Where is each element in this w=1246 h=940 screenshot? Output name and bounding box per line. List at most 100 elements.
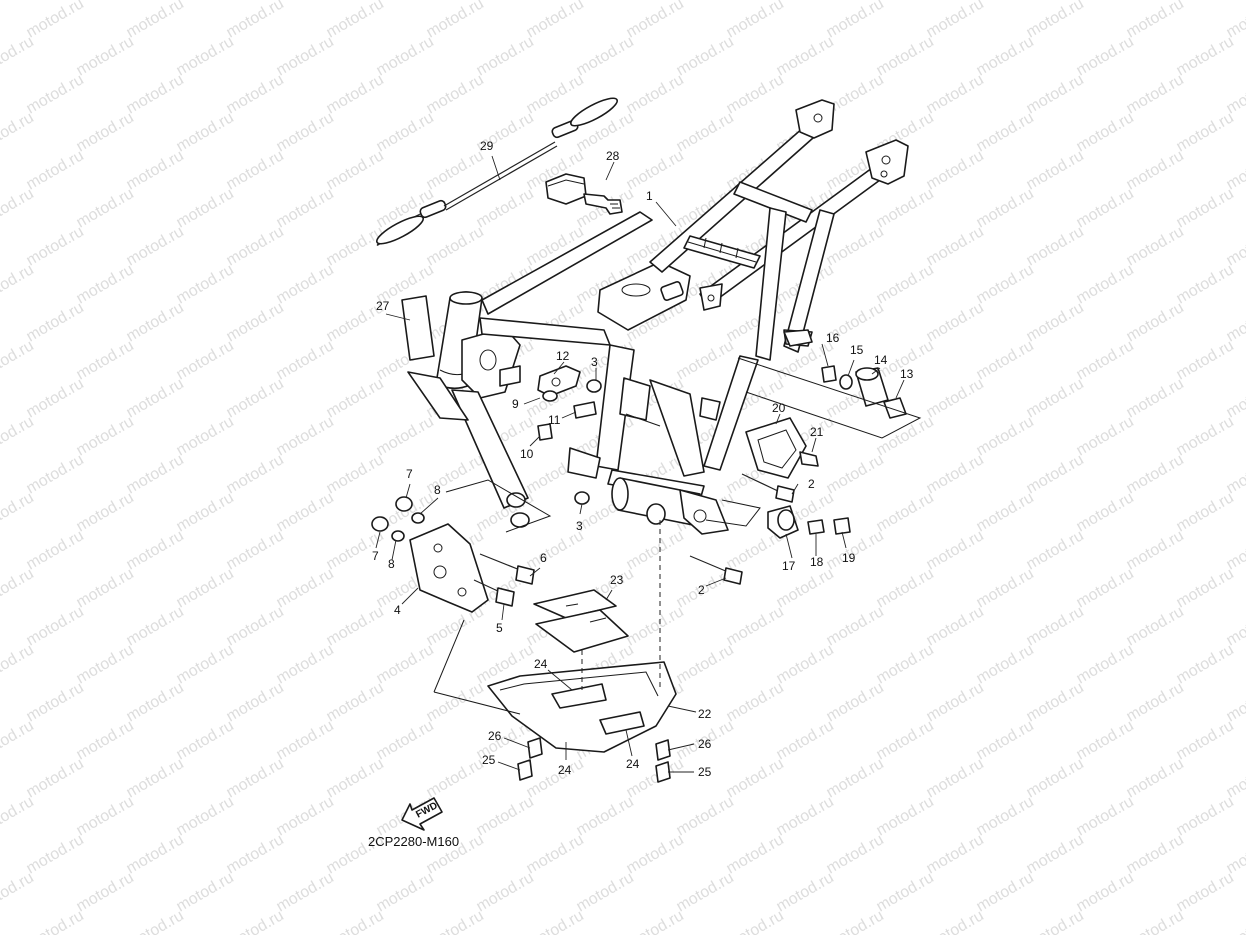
watermark-text: motod.ru <box>774 641 837 687</box>
watermark-text: motod.ru <box>274 337 337 383</box>
callout-26: 26 <box>698 737 712 751</box>
watermark-text: motod.ru <box>1174 185 1237 231</box>
watermark-text: motod.ru <box>1124 299 1187 345</box>
callout-19: 19 <box>842 551 856 565</box>
watermark-text: motod.ru <box>74 337 137 383</box>
watermark-text: motod.ru <box>924 71 987 117</box>
watermark-text: motod.ru <box>674 109 737 155</box>
callout-3: 3 <box>591 355 598 369</box>
watermark-text: motod.ru <box>424 755 487 801</box>
watermark-text: motod.ru <box>924 527 987 573</box>
watermark-text: motod.ru <box>1024 375 1087 421</box>
watermark-text: motod.ru <box>924 147 987 193</box>
callout-8: 8 <box>388 557 395 571</box>
watermark-text: motod.ru <box>974 0 1037 3</box>
callout-1: 1 <box>646 189 653 203</box>
watermark-text: motod.ru <box>1124 755 1187 801</box>
watermark-text: motod.ru <box>974 793 1037 839</box>
watermark-text: motod.ru <box>974 185 1037 231</box>
watermark-text: motod.ru <box>524 831 587 877</box>
watermark-text: motod.ru <box>774 793 837 839</box>
watermark-text: motod.ru <box>1124 451 1187 497</box>
watermark-text: motod.ru <box>174 641 237 687</box>
watermark-text: motod.ru <box>224 527 287 573</box>
watermark-text: motod.ru <box>774 33 837 79</box>
watermark-text: motod.ru <box>174 565 237 611</box>
watermark-text: motod.ru <box>674 33 737 79</box>
watermark-text: motod.ru <box>224 831 287 877</box>
watermark-text: motod.ru <box>724 603 787 649</box>
lock-and-key-part <box>546 174 622 214</box>
watermark-text: motod.ru <box>724 71 787 117</box>
callout-11: 11 <box>548 413 561 427</box>
watermark-text: motod.ru <box>274 413 337 459</box>
watermark-text: motod.ru <box>274 641 337 687</box>
watermark-text: motod.ru <box>174 337 237 383</box>
watermark-text: motod.ru <box>324 375 387 421</box>
callout-10: 10 <box>520 447 534 461</box>
watermark-text: motod.ru <box>1124 375 1187 421</box>
watermark-text: motod.ru <box>1024 755 1087 801</box>
watermark-text: motod.ru <box>1124 603 1187 649</box>
callout-16: 16 <box>826 331 840 345</box>
watermark-text: motod.ru <box>624 603 687 649</box>
watermark-text: motod.ru <box>24 907 87 935</box>
watermark-text: motod.ru <box>924 0 987 41</box>
watermark-text: motod.ru <box>74 185 137 231</box>
watermark-text: motod.ru <box>0 489 37 535</box>
watermark-text: motod.ru <box>474 185 537 231</box>
watermark-text: motod.ru <box>124 831 187 877</box>
watermark-text: motod.ru <box>924 223 987 269</box>
watermark-text: motod.ru <box>124 603 187 649</box>
watermark-text: motod.ru <box>1074 793 1137 839</box>
callout-29: 29 <box>480 139 494 153</box>
watermark-text: motod.ru <box>924 907 987 935</box>
watermark-text: motod.ru <box>974 565 1037 611</box>
watermark-text: motod.ru <box>74 0 137 3</box>
watermark-text: motod.ru <box>674 337 737 383</box>
callout-5: 5 <box>496 621 503 635</box>
watermark-text: motod.ru <box>624 907 687 935</box>
watermark-text: motod.ru <box>1124 223 1187 269</box>
watermark-text: motod.ru <box>1124 71 1187 117</box>
watermark-text: motod.ru <box>574 869 637 915</box>
watermark-text: motod.ru <box>374 869 437 915</box>
watermark-text: motod.ru <box>0 261 37 307</box>
watermark-text: motod.ru <box>24 223 87 269</box>
callout-25: 25 <box>482 753 496 767</box>
callout-9: 9 <box>512 397 519 411</box>
watermark-text: motod.ru <box>124 527 187 573</box>
watermark-text: motod.ru <box>0 413 37 459</box>
callout-24: 24 <box>534 657 548 671</box>
callout-17: 17 <box>782 559 796 573</box>
callout-4: 4 <box>394 603 401 617</box>
watermark-text: motod.ru <box>324 223 387 269</box>
watermark-text: motod.ru <box>624 527 687 573</box>
watermark-text: motod.ru <box>1224 907 1246 935</box>
watermark-text: motod.ru <box>24 451 87 497</box>
watermark-text: motod.ru <box>1024 223 1087 269</box>
watermark-text: motod.ru <box>224 0 287 41</box>
watermark-text: motod.ru <box>0 185 37 231</box>
watermark-text: motod.ru <box>24 527 87 573</box>
watermark-text: motod.ru <box>1074 0 1137 3</box>
watermark-text: motod.ru <box>874 641 937 687</box>
watermark-text: motod.ru <box>374 33 437 79</box>
watermark-text: motod.ru <box>324 0 387 41</box>
watermark-text: motod.ru <box>124 147 187 193</box>
watermark-text: motod.ru <box>724 907 787 935</box>
watermark-text: motod.ru <box>924 451 987 497</box>
watermark-text: motod.ru <box>624 71 687 117</box>
watermark-text: motod.ru <box>74 717 137 763</box>
callout-2: 2 <box>698 583 705 597</box>
watermark-text: motod.ru <box>974 413 1037 459</box>
watermark-text: motod.ru <box>324 603 387 649</box>
callout-13: 13 <box>900 367 914 381</box>
watermark-text: motod.ru <box>24 679 87 725</box>
watermark-text: motod.ru <box>1024 679 1087 725</box>
watermark-text: motod.ru <box>974 641 1037 687</box>
callout-22: 22 <box>698 707 712 721</box>
callout-2: 2 <box>808 477 815 491</box>
watermark-text: motod.ru <box>1174 261 1237 307</box>
